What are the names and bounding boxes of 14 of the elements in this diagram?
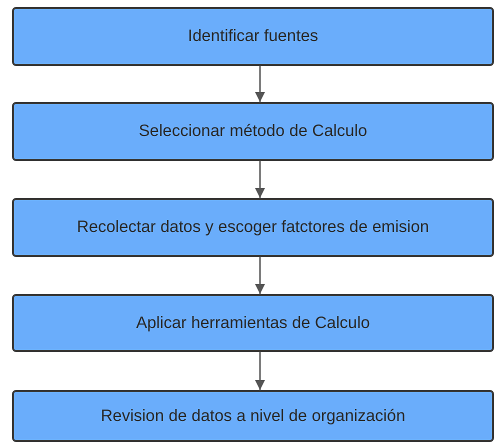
arrow — [255, 257, 265, 294]
box-label: Aplicar herramientas de Calculo — [136, 312, 370, 334]
process-box — [12, 294, 494, 352]
process-box — [12, 102, 494, 161]
process-box — [12, 390, 494, 442]
box-label: Identificar fuentes — [188, 26, 318, 47]
process-box — [12, 7, 494, 66]
box-label: Seleccionar método de Calculo — [138, 121, 368, 142]
box-label: Recolectar datos y escoger fatctores de emision — [76, 217, 430, 238]
arrow — [255, 66, 265, 102]
process-box — [12, 198, 494, 257]
arrow — [255, 161, 265, 198]
arrow — [255, 352, 265, 390]
box-label: Revision de datos a nivel de organización — [100, 406, 406, 426]
